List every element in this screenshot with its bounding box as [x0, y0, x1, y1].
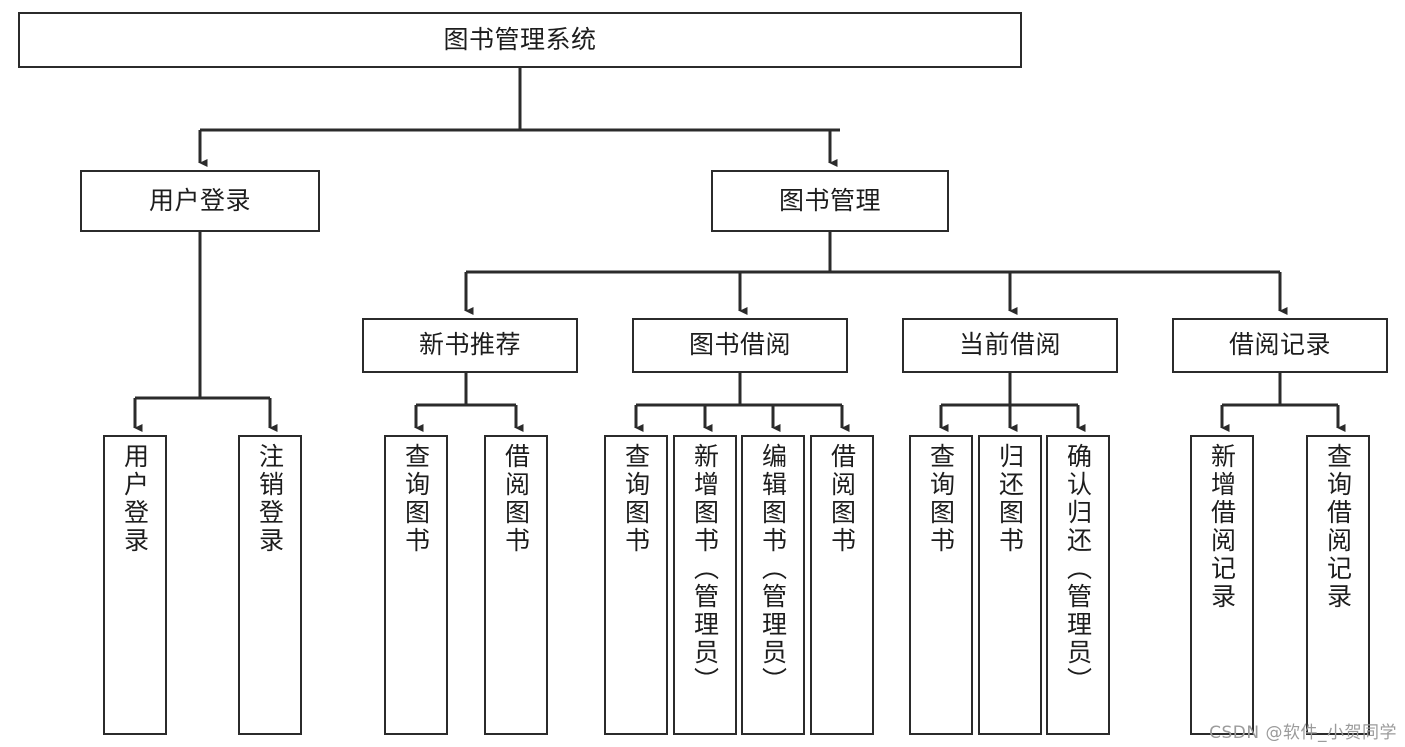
node-label: 编辑图书（管理员） — [758, 443, 788, 695]
node-label: 用户登录 — [120, 443, 150, 555]
node-new-book-recommend[interactable]: 新书推荐 — [362, 318, 578, 373]
node-label: 查询借阅记录 — [1323, 443, 1353, 611]
node-label: 当前借阅 — [958, 330, 1061, 360]
node-label: 图书管理系统 — [443, 24, 597, 54]
node-label: 新书推荐 — [418, 330, 521, 360]
leaf-confirm-return-admin[interactable]: 确认归还（管理员） — [1046, 435, 1110, 735]
leaf-query-book-current[interactable]: 查询图书 — [909, 435, 973, 735]
node-label: 查询图书 — [926, 443, 956, 555]
node-label: 查询图书 — [621, 443, 651, 555]
node-user-login[interactable]: 用户登录 — [80, 170, 320, 232]
leaf-borrow-book-recommend[interactable]: 借阅图书 — [484, 435, 548, 735]
node-label: 查询图书 — [401, 443, 431, 555]
leaf-borrow-book[interactable]: 借阅图书 — [810, 435, 874, 735]
node-label: 新增图书（管理员） — [690, 443, 720, 695]
leaf-query-borrow-record[interactable]: 查询借阅记录 — [1306, 435, 1370, 735]
leaf-user-login[interactable]: 用户登录 — [103, 435, 167, 735]
leaf-query-book-recommend[interactable]: 查询图书 — [384, 435, 448, 735]
node-label: 图书借阅 — [688, 330, 791, 360]
node-current-borrow[interactable]: 当前借阅 — [902, 318, 1118, 373]
leaf-add-borrow-record[interactable]: 新增借阅记录 — [1190, 435, 1254, 735]
node-label: 用户登录 — [148, 185, 251, 215]
node-label: 图书管理 — [778, 185, 881, 215]
leaf-logout[interactable]: 注销登录 — [238, 435, 302, 735]
node-book-borrow[interactable]: 图书借阅 — [632, 318, 848, 373]
node-label: 注销登录 — [255, 443, 285, 555]
node-label: 新增借阅记录 — [1207, 443, 1237, 611]
node-label: 确认归还（管理员） — [1063, 443, 1093, 695]
leaf-edit-book-admin[interactable]: 编辑图书（管理员） — [741, 435, 805, 735]
node-label: 借阅图书 — [827, 443, 857, 555]
leaf-add-book-admin[interactable]: 新增图书（管理员） — [673, 435, 737, 735]
node-label: 借阅记录 — [1228, 330, 1331, 360]
node-borrow-records[interactable]: 借阅记录 — [1172, 318, 1388, 373]
node-label: 归还图书 — [995, 443, 1025, 555]
watermark-text: CSDN @软件_小贺同学 — [1209, 723, 1397, 743]
leaf-return-book[interactable]: 归还图书 — [978, 435, 1042, 735]
leaf-query-book-borrow[interactable]: 查询图书 — [604, 435, 668, 735]
node-book-management[interactable]: 图书管理 — [711, 170, 949, 232]
node-root-system[interactable]: 图书管理系统 — [18, 12, 1022, 68]
node-label: 借阅图书 — [501, 443, 531, 555]
